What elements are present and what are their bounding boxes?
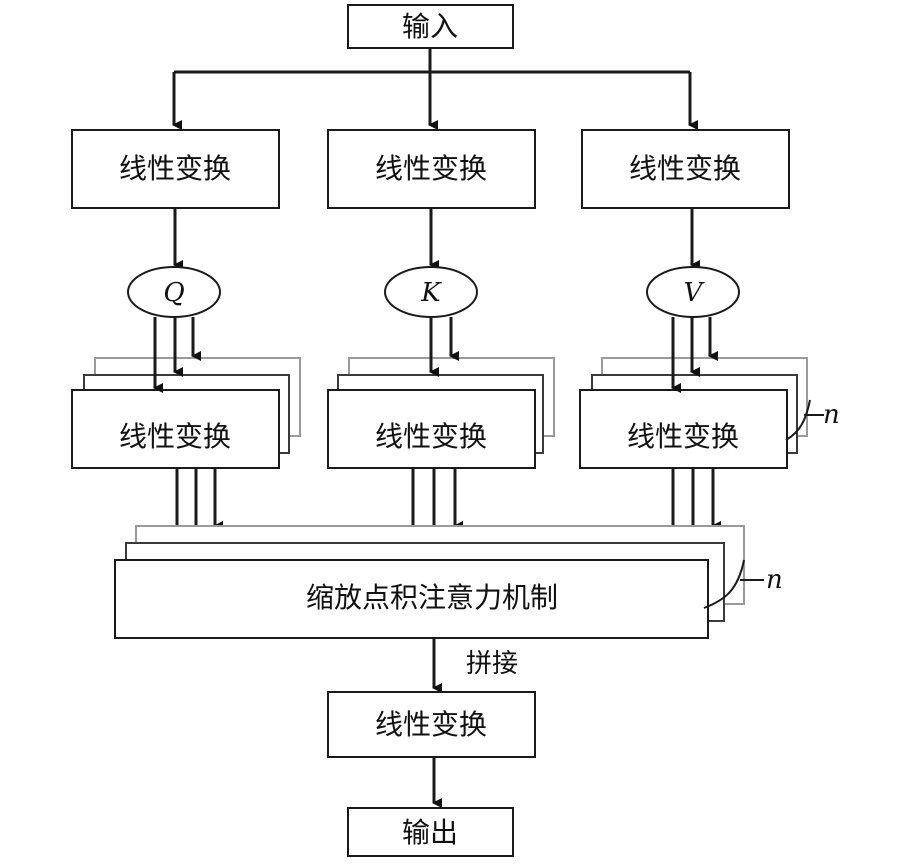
- linear-label: 线性变换: [119, 420, 231, 453]
- k-node: K: [384, 266, 478, 318]
- output-box: 输出: [347, 807, 514, 857]
- attention-label: 缩放点积注意力机制: [306, 581, 558, 614]
- v-label: V: [684, 278, 705, 308]
- linear-label: 线性变换: [119, 152, 231, 185]
- q-node: Q: [127, 266, 221, 318]
- n-label: n: [766, 565, 783, 595]
- qkv-to-heads-arrows: [153, 317, 718, 393]
- linear-label: 线性变换: [375, 420, 487, 453]
- input-fanout-lines: [172, 48, 698, 130]
- n-marker-heads: n: [785, 399, 840, 441]
- q-label: Q: [163, 278, 184, 308]
- input-label: 输入: [402, 10, 458, 43]
- linear-stack-k: 线性变换: [327, 357, 555, 469]
- input-box: 输入: [347, 4, 514, 49]
- linear-box-v-top: 线性变换: [581, 129, 790, 209]
- linear-stack-v: 线性变换: [579, 357, 808, 469]
- k-label: K: [420, 278, 442, 308]
- linear-label: 线性变换: [375, 708, 487, 741]
- concat-arrow: 拼接: [432, 638, 518, 693]
- attention-stack: 缩放点积注意力机制: [114, 525, 745, 639]
- linear-to-qkv-arrows: [173, 208, 700, 270]
- linear-label: 线性变换: [629, 152, 741, 185]
- output-label: 输出: [402, 816, 458, 849]
- v-node: V: [646, 266, 740, 318]
- linear-label: 线性变换: [627, 420, 739, 453]
- n-label: n: [823, 400, 840, 430]
- linear-label: 线性变换: [375, 152, 487, 185]
- linear-box-k-top: 线性变换: [327, 129, 536, 209]
- concat-label: 拼接: [466, 649, 518, 679]
- linear-box-q-top: 线性变换: [71, 129, 280, 209]
- linear-stack-q: 线性变换: [71, 357, 301, 469]
- linear-box-final: 线性变换: [327, 691, 536, 758]
- n-marker-attention: n: [703, 559, 783, 609]
